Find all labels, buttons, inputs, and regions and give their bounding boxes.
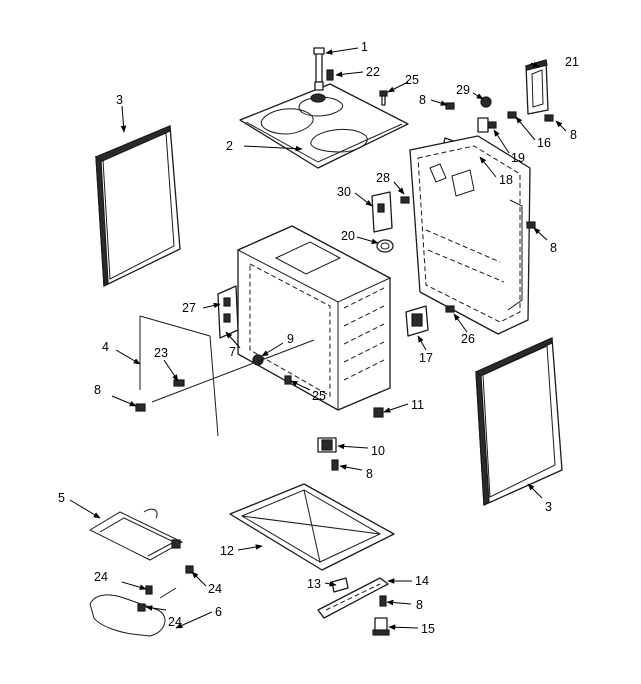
leg-15: [372, 617, 390, 636]
callout-10: 10: [371, 444, 385, 458]
callout-3-right: 3: [545, 500, 552, 514]
callout-24-b: 24: [94, 570, 108, 584]
bracket-21: [525, 59, 549, 115]
callout-16: 16: [537, 136, 551, 150]
callout-26: 26: [461, 332, 475, 346]
side-panel-left: [95, 125, 181, 288]
callout-6: 6: [215, 605, 222, 619]
callout-15: 15: [421, 622, 435, 636]
callout-24-a: 24: [208, 582, 222, 596]
gasket-4: [139, 315, 219, 437]
screw-24-a: [185, 565, 194, 574]
callout-19: 19: [511, 151, 525, 165]
callout-18: 18: [499, 173, 513, 187]
grommet-20: [376, 239, 394, 253]
screw-8-rear-a: [445, 102, 455, 110]
callout-17: 17: [419, 351, 433, 365]
callout-8-e: 8: [366, 467, 373, 481]
callout-labels: 1 2 3 3 4 5 6 7 8 8 8 8 8 8 9 10 11 12 1…: [58, 40, 579, 636]
broil-element-6: [89, 587, 177, 637]
callout-5: 5: [58, 491, 65, 505]
callout-23: 23: [154, 346, 168, 360]
screw-22: [326, 69, 334, 81]
side-panel-right: [474, 337, 563, 507]
callout-3-left: 3: [116, 93, 123, 107]
screw-11: [373, 407, 384, 418]
valve-10: [317, 437, 337, 453]
callout-9: 9: [287, 332, 294, 346]
callout-21: 21: [565, 55, 579, 69]
callout-8-c: 8: [550, 241, 557, 255]
screw-8-bottom: [379, 595, 387, 607]
callout-1: 1: [361, 40, 368, 54]
callout-14: 14: [415, 574, 429, 588]
callout-29: 29: [456, 83, 470, 97]
callout-4: 4: [102, 340, 109, 354]
callout-8-b: 8: [570, 128, 577, 142]
screw-8-left: [135, 403, 146, 412]
screw-24-b: [145, 585, 153, 595]
oven-cavity: [236, 225, 392, 411]
callout-30: 30: [337, 185, 351, 199]
leader-lines: [69, 47, 567, 631]
callout-8-d: 8: [94, 383, 101, 397]
screw-25-bottom: [284, 375, 292, 385]
callout-7: 7: [229, 345, 236, 359]
screw-26: [445, 305, 455, 313]
callout-25-b: 25: [312, 389, 326, 403]
callout-28: 28: [376, 171, 390, 185]
rear-panel: [409, 135, 531, 335]
callout-11: 11: [411, 398, 424, 412]
rail-14: [317, 577, 389, 619]
screw-8-rear-c: [526, 221, 536, 229]
igniter-pin: [313, 47, 325, 91]
callout-25-a: 25: [405, 73, 419, 87]
hardware-19: [477, 117, 497, 133]
drawer-bottom-12: [229, 483, 395, 571]
callout-22: 22: [366, 65, 380, 79]
screw-8-center: [331, 459, 339, 471]
callout-8-f: 8: [416, 598, 423, 612]
bake-element-5: [88, 508, 184, 561]
screw-8-rear-b: [544, 114, 554, 122]
bracket-27: [217, 285, 239, 339]
rod-23: [151, 339, 315, 403]
bracket-30: [371, 191, 393, 233]
bracket-17: [405, 305, 429, 337]
screw-25-top: [379, 90, 388, 106]
hardware-29: [480, 96, 492, 108]
top-plate: [239, 83, 409, 169]
screw-28: [400, 196, 410, 204]
callout-12: 12: [220, 544, 234, 558]
callout-24-c: 24: [168, 615, 182, 629]
hardware-16: [507, 111, 517, 119]
callout-27: 27: [182, 301, 196, 315]
callout-20: 20: [341, 229, 355, 243]
callout-8-a: 8: [419, 93, 426, 107]
callout-2: 2: [226, 139, 233, 153]
callout-13: 13: [307, 577, 321, 591]
